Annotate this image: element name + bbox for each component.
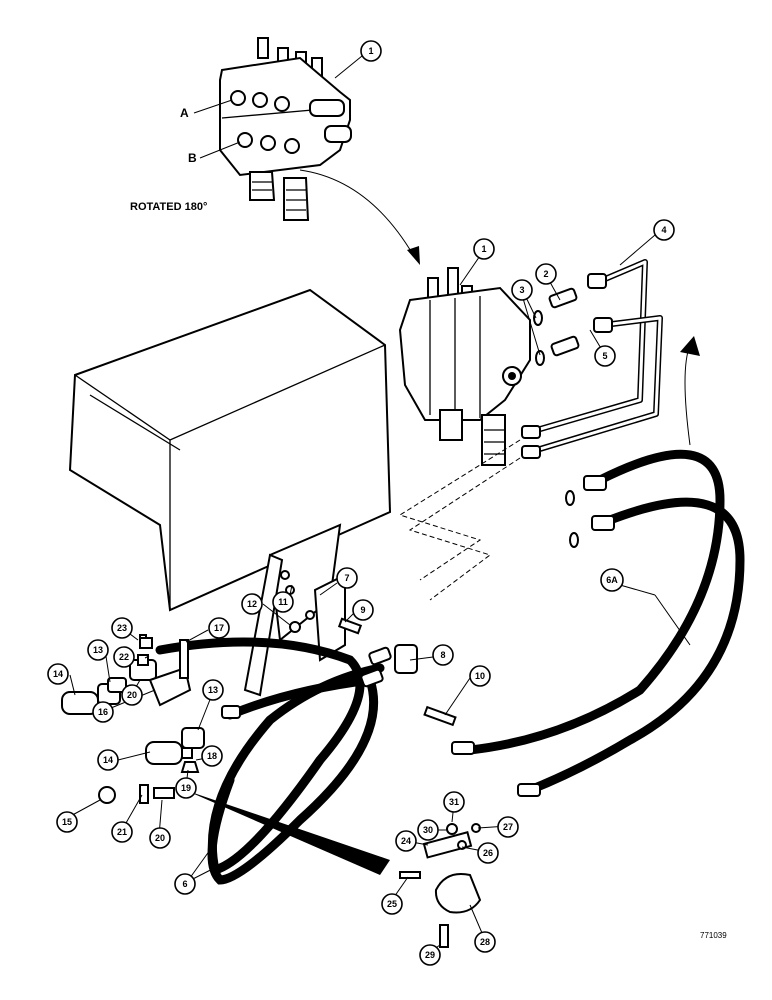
svg-text:23: 23 bbox=[117, 623, 127, 633]
callout-26: 26 bbox=[477, 842, 499, 864]
callout-11: 11 bbox=[272, 591, 294, 613]
svg-text:31: 31 bbox=[449, 797, 459, 807]
svg-text:27: 27 bbox=[503, 822, 513, 832]
svg-text:13: 13 bbox=[208, 685, 218, 695]
callout-23: 23 bbox=[111, 617, 133, 639]
callout-30: 30 bbox=[417, 819, 439, 841]
callout-20a: 20 bbox=[121, 684, 143, 706]
svg-text:7: 7 bbox=[344, 573, 349, 583]
callout-19: 19 bbox=[175, 777, 197, 799]
svg-text:15: 15 bbox=[62, 817, 72, 827]
control-valve bbox=[398, 267, 531, 466]
callout-8: 8 bbox=[432, 644, 454, 666]
steel-tubes bbox=[521, 259, 663, 459]
clamp-parts bbox=[337, 617, 482, 948]
callout-31: 31 bbox=[443, 791, 465, 813]
callout-2: 2 bbox=[535, 263, 557, 285]
svg-text:19: 19 bbox=[181, 783, 191, 793]
svg-text:6A: 6A bbox=[606, 575, 618, 585]
callout-22: 22 bbox=[113, 646, 135, 668]
callout-13b: 13 bbox=[202, 679, 224, 701]
callout-15: 15 bbox=[56, 811, 78, 833]
svg-text:9: 9 bbox=[360, 605, 365, 615]
callout-13a: 13 bbox=[87, 639, 109, 661]
label-a: A bbox=[180, 106, 189, 120]
callout-7: 7 bbox=[336, 567, 358, 589]
callout-14a: 14 bbox=[47, 663, 69, 685]
svg-text:24: 24 bbox=[401, 836, 411, 846]
callout-12: 12 bbox=[241, 593, 263, 615]
svg-text:26: 26 bbox=[483, 848, 493, 858]
svg-text:10: 10 bbox=[475, 671, 485, 681]
callout-10: 10 bbox=[469, 665, 491, 687]
svg-text:28: 28 bbox=[480, 937, 490, 947]
callout-9: 9 bbox=[352, 599, 374, 621]
drawing-number: 771039 bbox=[700, 931, 727, 940]
callout-6a: 6A bbox=[600, 568, 624, 592]
svg-text:29: 29 bbox=[425, 950, 435, 960]
callout-21: 21 bbox=[111, 821, 133, 843]
svg-text:14: 14 bbox=[53, 669, 63, 679]
svg-text:17: 17 bbox=[214, 623, 224, 633]
svg-text:25: 25 bbox=[387, 899, 397, 909]
svg-text:18: 18 bbox=[207, 751, 217, 761]
callout-6: 6 bbox=[174, 873, 196, 895]
control-valve-rotated bbox=[219, 37, 352, 221]
callout-17: 17 bbox=[208, 617, 230, 639]
fittings bbox=[533, 287, 580, 366]
svg-text:6: 6 bbox=[182, 879, 187, 889]
svg-text:2: 2 bbox=[543, 269, 548, 279]
svg-text:20: 20 bbox=[127, 690, 137, 700]
callout-1b: 1 bbox=[473, 238, 495, 260]
callout-18: 18 bbox=[201, 745, 223, 767]
hoses-right bbox=[451, 449, 745, 797]
callout-1a: 1 bbox=[360, 40, 382, 62]
label-b: B bbox=[188, 151, 197, 165]
svg-text:3: 3 bbox=[519, 285, 524, 295]
callout-14b: 14 bbox=[97, 749, 119, 771]
svg-text:4: 4 bbox=[661, 225, 666, 235]
callout-29: 29 bbox=[419, 944, 441, 966]
svg-text:14: 14 bbox=[103, 755, 113, 765]
svg-text:16: 16 bbox=[98, 707, 108, 717]
callout-28: 28 bbox=[474, 931, 496, 953]
svg-text:30: 30 bbox=[423, 825, 433, 835]
callout-3: 3 bbox=[511, 279, 533, 301]
callout-24: 24 bbox=[395, 830, 417, 852]
svg-text:13: 13 bbox=[93, 645, 103, 655]
svg-text:21: 21 bbox=[117, 827, 127, 837]
callout-27: 27 bbox=[497, 816, 519, 838]
callout-25: 25 bbox=[381, 893, 403, 915]
couplers bbox=[61, 634, 205, 804]
callout-16: 16 bbox=[92, 701, 114, 723]
svg-text:1: 1 bbox=[481, 244, 486, 254]
svg-text:1: 1 bbox=[368, 46, 373, 56]
callout-20b: 20 bbox=[149, 827, 171, 849]
tractor-body bbox=[68, 288, 392, 612]
callout-5: 5 bbox=[594, 345, 616, 367]
svg-text:22: 22 bbox=[119, 652, 129, 662]
svg-text:5: 5 bbox=[602, 351, 607, 361]
svg-text:11: 11 bbox=[278, 597, 288, 607]
rotated-note: ROTATED 180° bbox=[130, 201, 207, 213]
hoses-left bbox=[155, 637, 392, 885]
svg-text:12: 12 bbox=[247, 599, 257, 609]
svg-text:20: 20 bbox=[155, 833, 165, 843]
callout-4: 4 bbox=[653, 219, 675, 241]
svg-text:8: 8 bbox=[440, 650, 445, 660]
